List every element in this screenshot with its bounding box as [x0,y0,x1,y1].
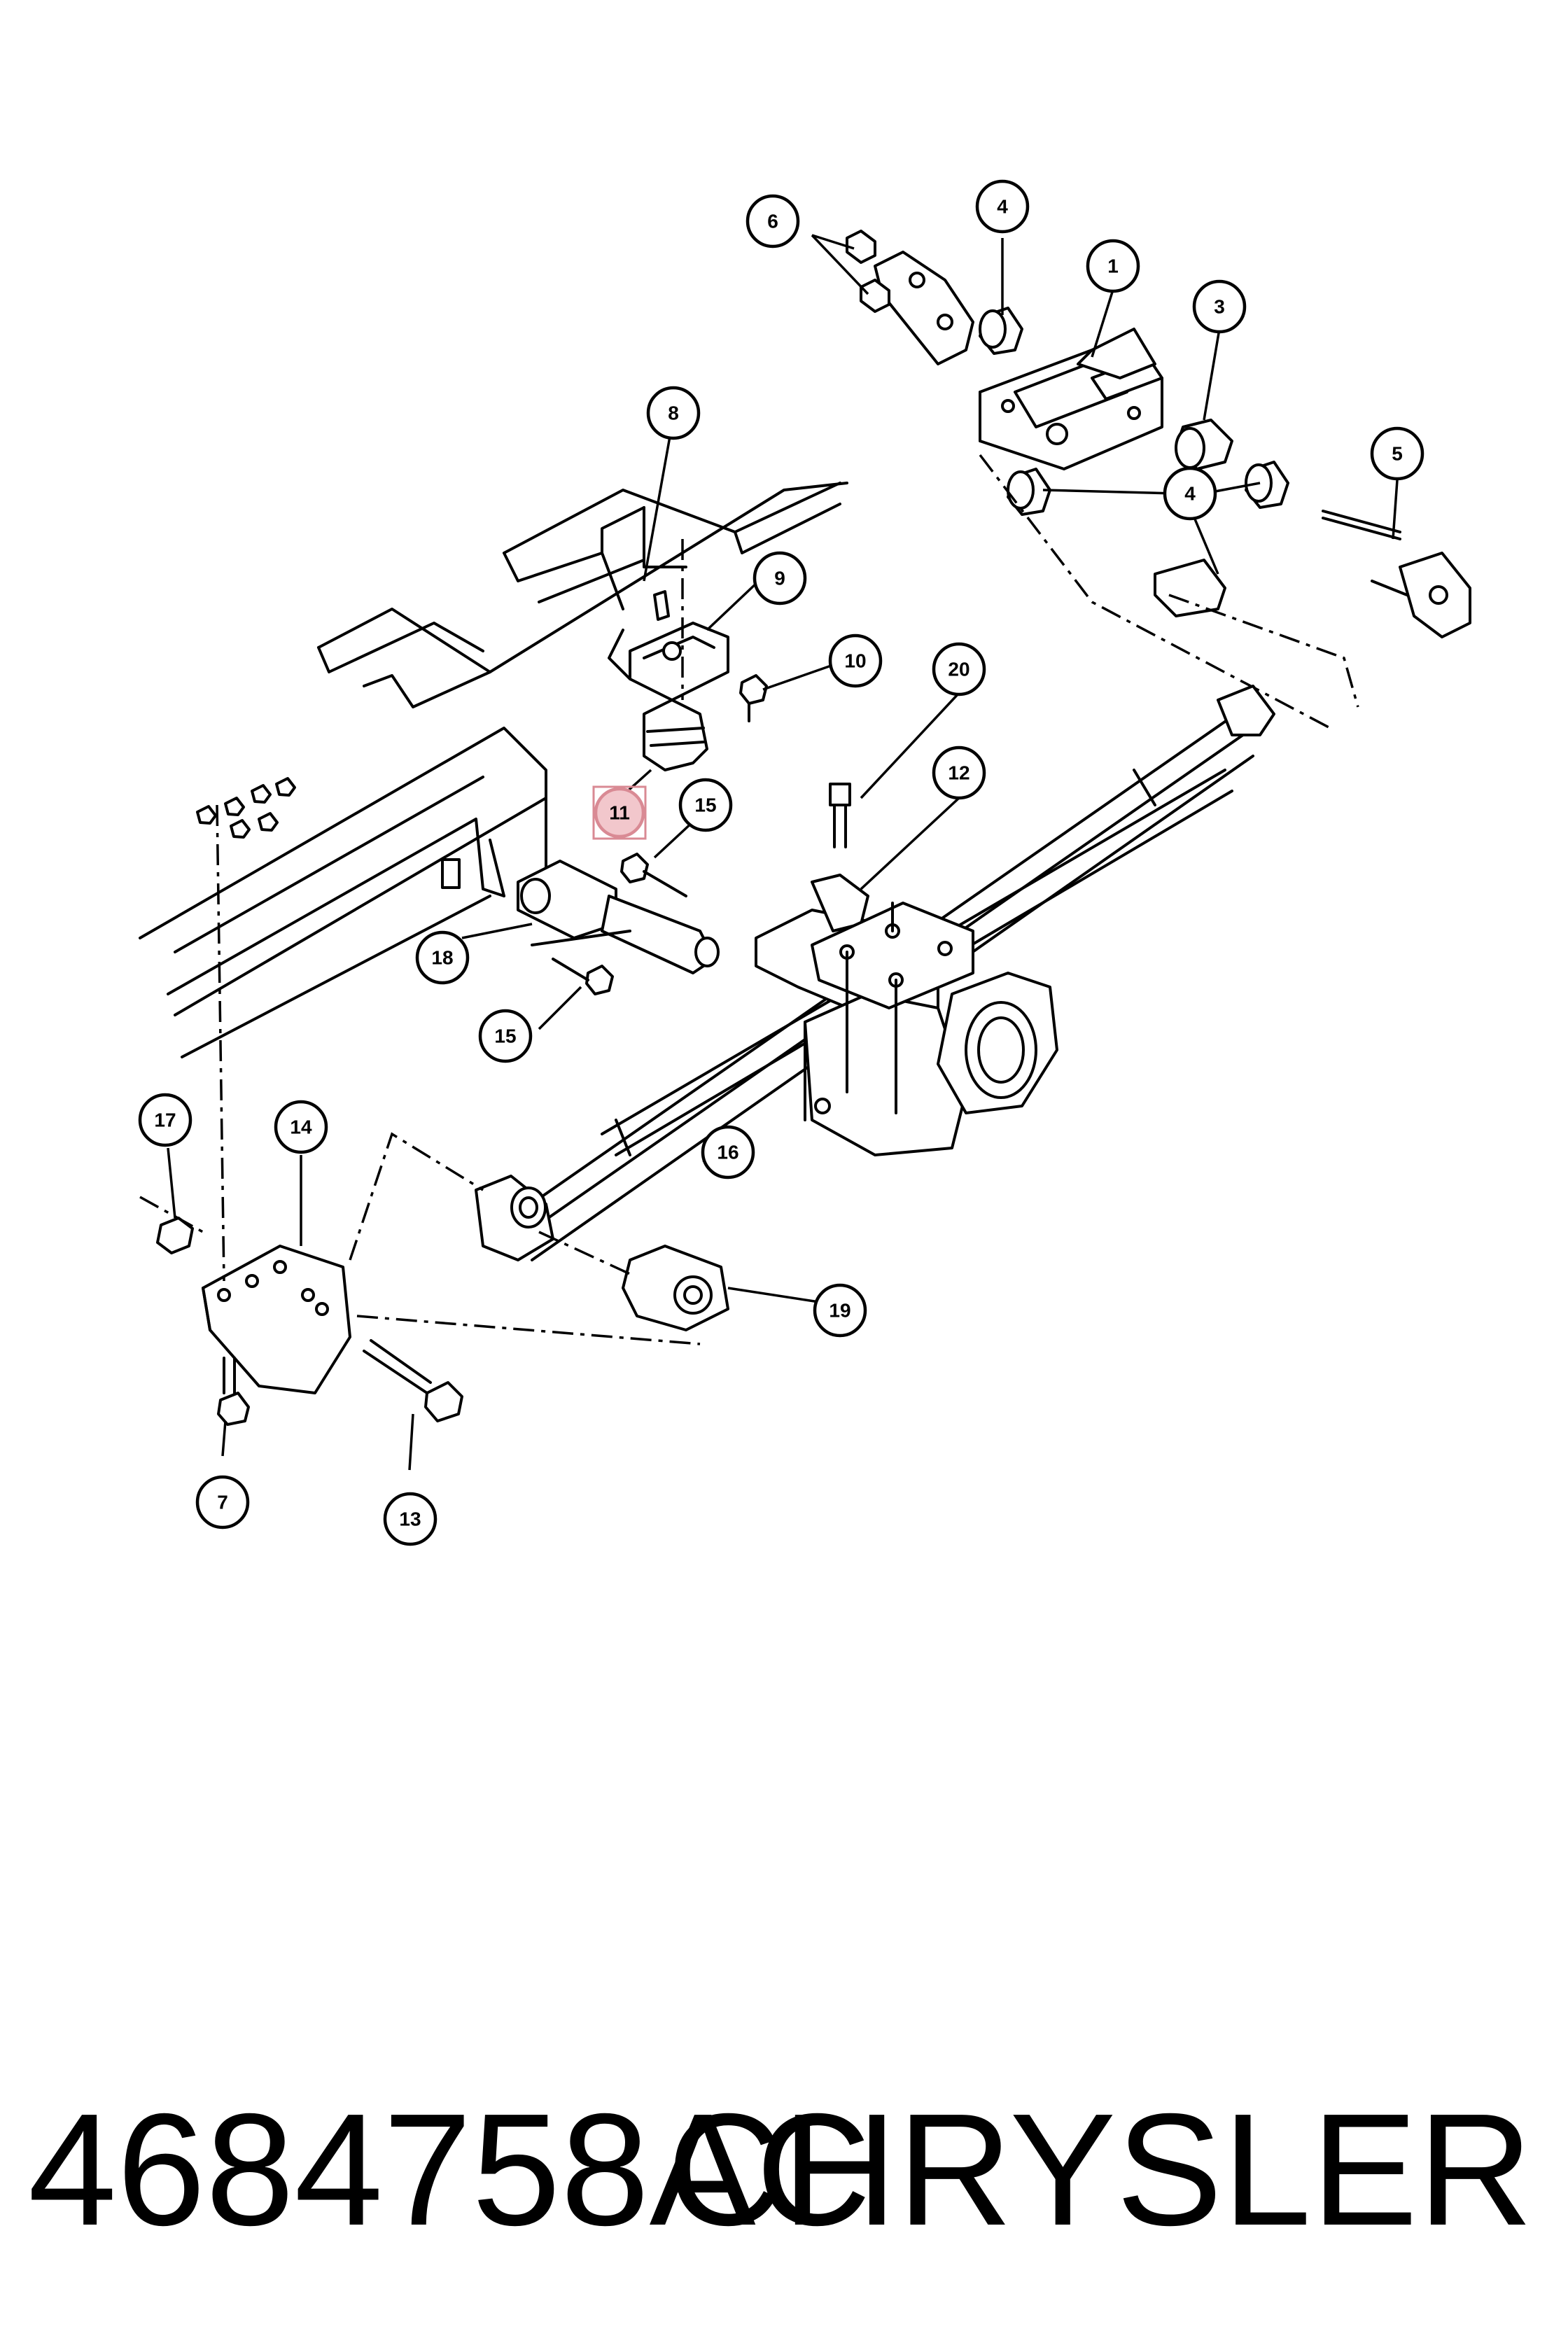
callout-14: 14 [274,1100,328,1154]
callout-label: 1 [1107,255,1119,277]
callout-label: 17 [154,1110,176,1131]
callout-19: 19 [813,1283,867,1338]
callout-15-lower: 15 [478,1009,533,1063]
u-bolt-plate [811,783,974,1114]
jounce-bumper-bracket [608,539,729,701]
callout-label: 15 [694,794,716,816]
callout-label: 12 [948,762,969,784]
jounce-bumper [643,699,708,771]
shock-absorber [517,853,720,995]
callout-label: 9 [774,568,785,589]
brand-name: CHRYSLER [666,2081,1533,2259]
callout-5: 5 [1370,426,1424,481]
callout-8: 8 [646,386,701,440]
callout-18: 18 [415,930,470,985]
callout-20: 20 [932,642,986,696]
callout-11-highlighted: 11 [592,785,647,840]
footer: 4684758AC CHRYSLER [0,2072,1568,2268]
callout-3: 3 [1192,279,1247,334]
fastener-set [196,777,296,839]
callout-4-bottom: 4 [1163,466,1217,521]
callout-label: 13 [399,1508,421,1530]
frame-crossmember [503,482,841,610]
callout-label: 8 [668,402,679,424]
callout-17: 17 [138,1093,192,1147]
callout-label: 16 [717,1142,738,1163]
part-number: 4684758AC [28,2081,872,2259]
callout-6: 6 [746,194,800,248]
callout-label: 20 [948,659,969,680]
callout-label: 19 [829,1300,850,1322]
callout-12: 12 [932,746,986,800]
callout-13: 13 [383,1492,438,1546]
callout-7: 7 [195,1475,250,1530]
callout-label: 4 [1184,483,1196,505]
callout-9: 9 [752,551,807,606]
callout-label: 10 [844,650,866,672]
callout-15-upper: 15 [678,778,733,832]
front-hanger-bracket [139,804,463,1426]
frame-rail [139,482,848,1058]
bolt-10 [739,674,768,722]
callout-label: 3 [1214,296,1225,318]
callout-label: 18 [431,947,453,969]
callout-label: 5 [1392,443,1403,465]
callout-1: 1 [1086,239,1140,293]
callout-10: 10 [828,634,883,688]
callout-label: 4 [997,196,1008,218]
callout-label: 6 [767,211,778,232]
callout-label: 7 [217,1492,228,1513]
callout-4-top: 4 [975,179,1030,234]
shackle-bushing [349,1132,729,1345]
callout-16: 16 [701,1125,755,1180]
rear-hanger-assembly [846,230,1471,729]
callout-label: 15 [494,1026,516,1047]
callout-label: 14 [290,1116,312,1138]
callout-label: 11 [609,802,630,824]
